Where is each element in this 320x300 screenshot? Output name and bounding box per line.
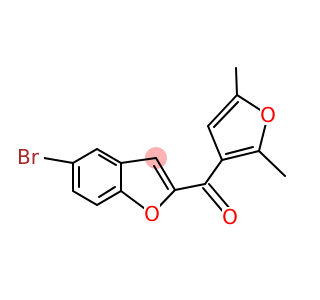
bond-double-inner xyxy=(213,101,239,128)
oxygen-label-carbonyl: O xyxy=(222,205,238,229)
bond xyxy=(72,148,98,164)
bond xyxy=(204,159,223,185)
molecule-structure: Br O O O xyxy=(17,67,286,229)
oxygen-label-furan: O xyxy=(260,103,276,127)
bond-methyl xyxy=(235,67,238,96)
label-background xyxy=(144,204,160,224)
bond-methyl xyxy=(258,150,286,177)
bond xyxy=(174,183,206,191)
bond-c-br xyxy=(43,157,74,164)
bond xyxy=(72,190,98,206)
bond xyxy=(96,190,122,206)
bond-double-inner xyxy=(153,165,169,190)
bond xyxy=(96,148,122,164)
bond-double-inner xyxy=(225,146,254,155)
bond xyxy=(155,157,176,191)
bond-carbonyl xyxy=(202,187,226,215)
label-background xyxy=(222,207,238,227)
label-background xyxy=(18,147,44,169)
bond-double-inner xyxy=(98,186,116,198)
bond-double-inner xyxy=(98,154,117,166)
bond xyxy=(120,157,157,164)
bond-carbonyl xyxy=(208,183,232,211)
oxygen-label-benzofuran: O xyxy=(144,202,160,226)
bond xyxy=(221,150,260,161)
label-background xyxy=(260,105,276,125)
bromine-label: Br xyxy=(17,145,40,169)
bond xyxy=(207,94,238,127)
bond xyxy=(207,125,223,161)
